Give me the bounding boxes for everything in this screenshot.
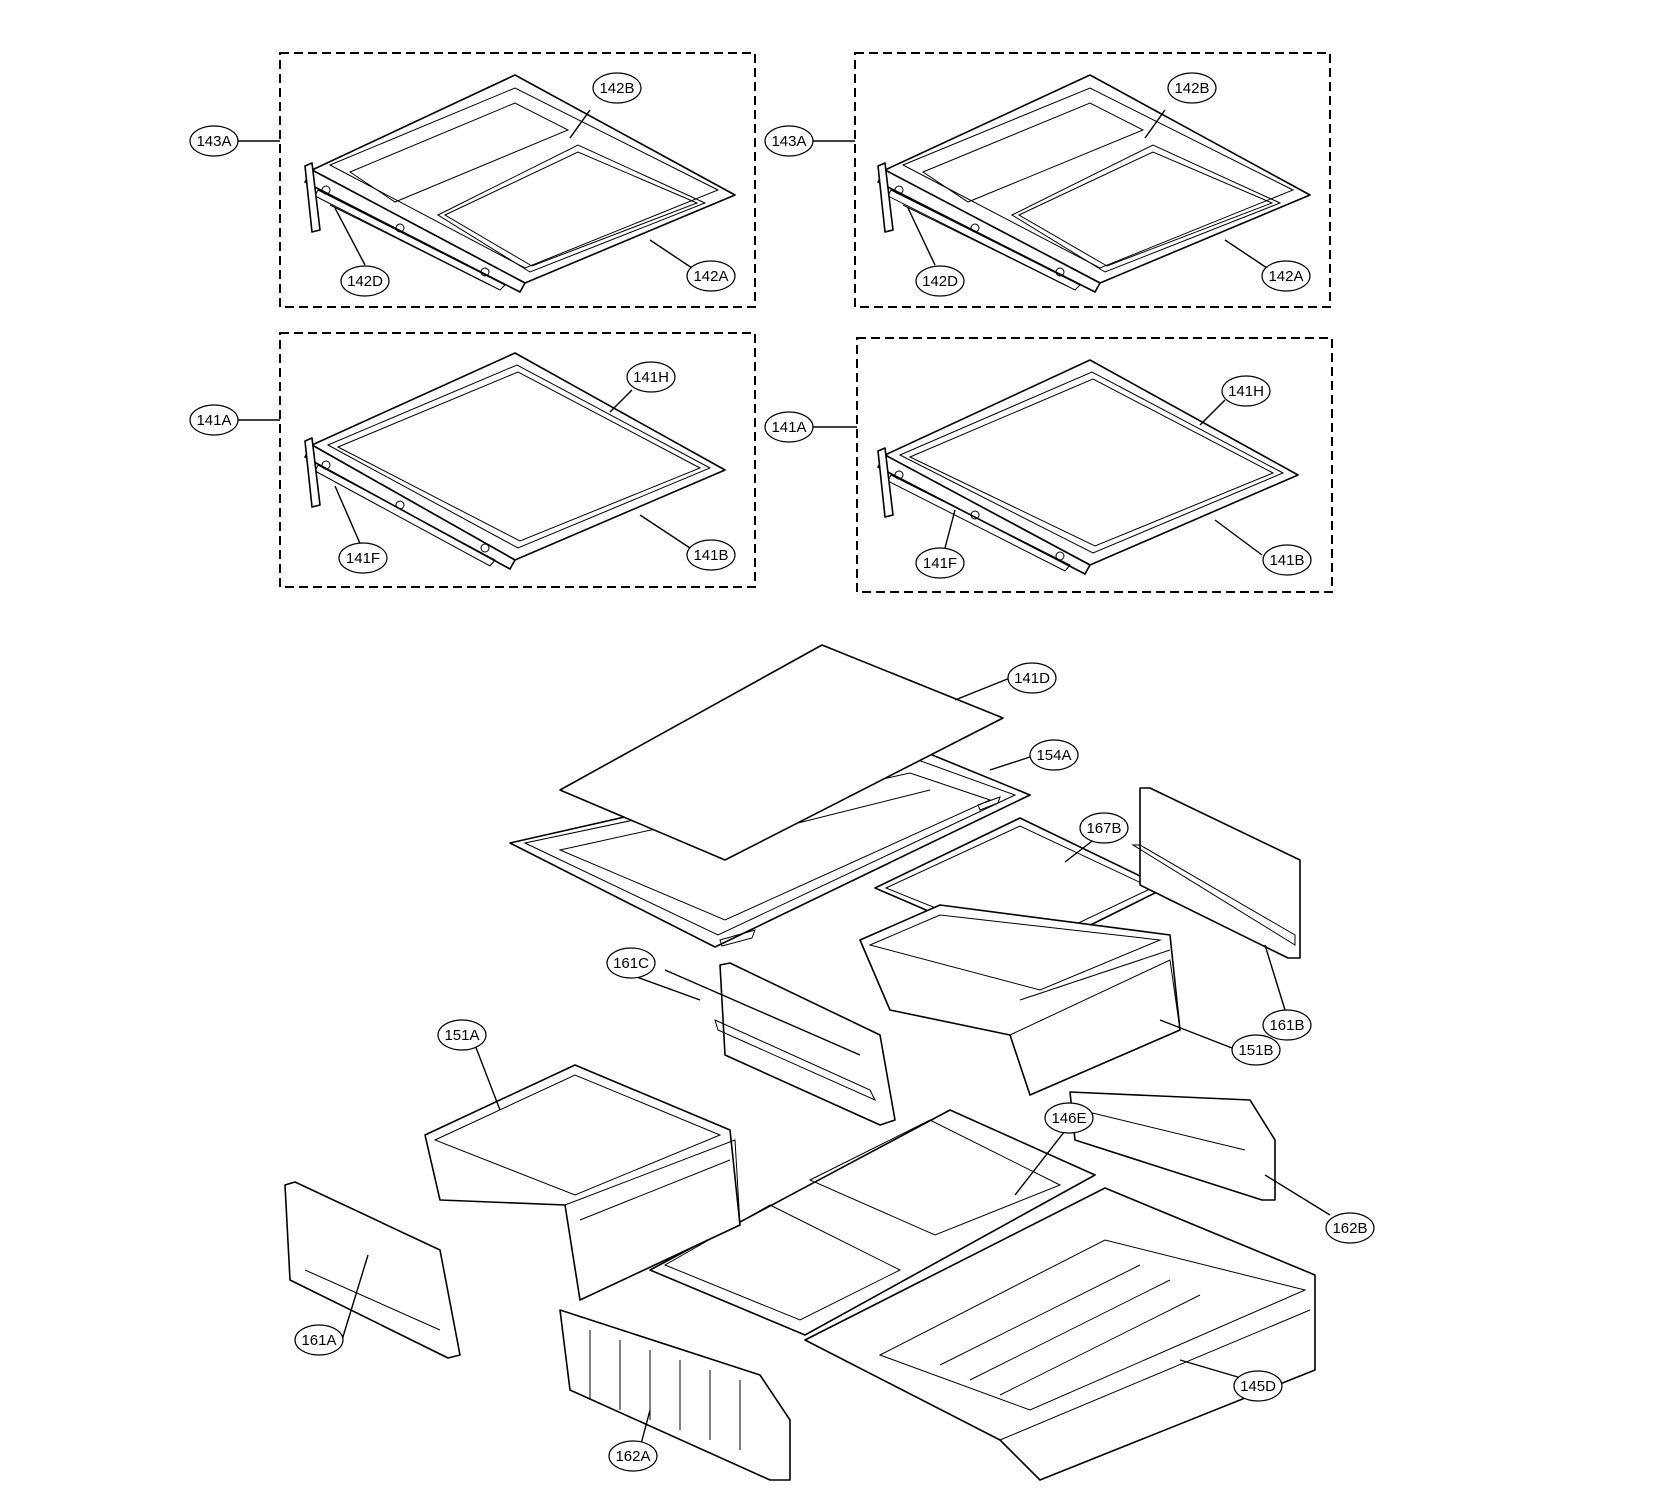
callout-142A-top-right: 142A [1261,260,1311,292]
label-154A: 154A [1036,747,1071,764]
label-142A: 142A [1268,268,1303,285]
callout-141D: 141D [1007,662,1057,694]
label-143A: 143A [771,133,806,150]
callout-141H-mid-right: 141H [1221,375,1271,407]
label-151A: 151A [444,1027,479,1044]
label-143A: 143A [196,133,231,150]
callout-141F-mid-right: 141F [915,547,965,579]
label-167B: 167B [1086,820,1121,837]
label-141A: 141A [196,412,231,429]
callout-142B-top-right: 142B [1167,72,1217,104]
label-141F: 141F [923,555,957,572]
callout-142A-top-left: 142A [686,260,736,292]
callout-145D: 145D [1233,1370,1283,1402]
label-146E: 146E [1051,1110,1086,1127]
callout-151A: 151A [437,1019,487,1051]
callout-143A-top-left: 143A [189,125,239,157]
label-142A: 142A [693,268,728,285]
callout-labels: 143A 142B 142D 142A 143A 142B 142D 142A … [189,72,1375,1472]
label-145D: 145D [1240,1378,1276,1395]
shelf-assembly-split-right [812,52,1331,308]
label-141H: 141H [633,369,669,386]
callout-142B-top-left: 142B [592,72,642,104]
callout-162B: 162B [1325,1212,1375,1244]
callout-141H-mid-left: 141H [626,361,676,393]
drawer-rail-162A [559,1309,791,1481]
label-162A: 162A [615,1448,650,1465]
callout-154A: 154A [1029,739,1079,771]
callout-141A-mid-left: 141A [189,404,239,436]
label-161A: 161A [301,1332,336,1349]
shelf-assembly-split-left [238,52,756,308]
callout-161C: 161C [606,947,656,979]
label-141D: 141D [1014,670,1050,687]
label-141B: 141B [693,547,728,564]
shelf-assembly-glass-right [812,337,1333,593]
label-141B: 141B [1269,552,1304,569]
label-142D: 142D [347,273,383,290]
callout-161B: 161B [1262,1009,1312,1041]
callout-162A: 162A [608,1440,658,1472]
label-141A: 141A [771,419,806,436]
label-151B: 151B [1238,1042,1273,1059]
callout-146E: 146E [1044,1102,1094,1134]
callout-141A-mid-right: 141A [764,411,814,443]
shelf-base-146E [649,1109,1096,1336]
label-142B: 142B [1174,80,1209,97]
drawer-cover-161B [1139,787,1301,959]
drawer-cover-161A [284,1181,461,1359]
label-142B: 142B [599,80,634,97]
label-141H: 141H [1228,383,1264,400]
callout-142D-top-right: 142D [915,265,965,297]
drawer-rail-162B [1069,1091,1276,1201]
label-162B: 162B [1332,1220,1367,1237]
callout-167B: 167B [1079,812,1129,844]
shelf-assembly-glass-left [238,332,756,588]
callout-151B: 151B [1231,1034,1281,1066]
callout-142D-top-left: 142D [340,265,390,297]
label-161C: 161C [613,955,649,972]
crisper-exploded-assembly [284,644,1331,1481]
callout-143A-top-right: 143A [764,125,814,157]
label-161B: 161B [1269,1017,1304,1034]
drawer-cover-161C [719,962,896,1126]
callout-141B-mid-left: 141B [686,539,736,571]
glass-panel-141D [559,644,1004,861]
label-142D: 142D [922,273,958,290]
label-141F: 141F [346,550,380,567]
callout-161A: 161A [294,1324,344,1356]
callout-141F-mid-left: 141F [338,542,388,574]
callout-141B-mid-right: 141B [1262,544,1312,576]
